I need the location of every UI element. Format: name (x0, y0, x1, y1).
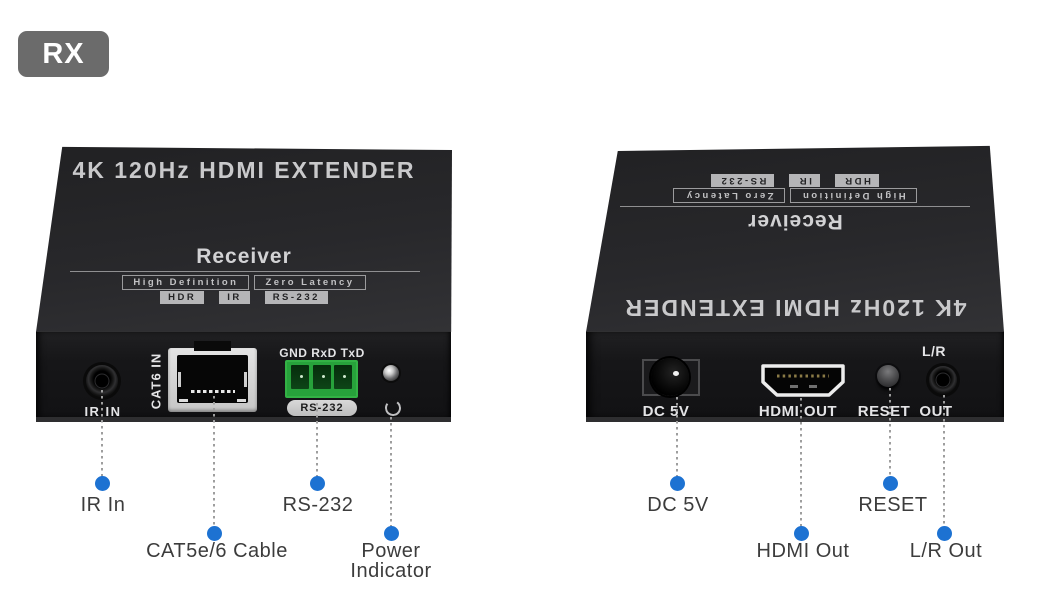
callout-label-dc-5v: DC 5V (647, 494, 709, 516)
dc-5v-port-label: DC 5V (642, 403, 690, 420)
terminal-well-gnd (291, 365, 309, 389)
ir-in-port-label: IR IN (84, 404, 122, 419)
rj45-clip-left (178, 372, 181, 387)
callout-dot-power-indicator (384, 526, 399, 541)
badge-zero-latency: Zero Latency (254, 275, 366, 290)
callout-dot-reset (883, 476, 898, 491)
lr-out-jack (929, 366, 957, 394)
rj45-notch-left (179, 399, 188, 402)
badge-ir: IR (219, 291, 250, 304)
badge-hdr: HDR (160, 291, 205, 304)
serial-pin-labels: GND RxD TxD (279, 346, 365, 360)
leader-line-dc-5v (676, 397, 678, 477)
rj45-pins (191, 390, 235, 393)
callout-dot-cat-cable (207, 526, 222, 541)
device-title-rotated: 4K 120Hz HDMI EXTENDER (623, 295, 967, 321)
badge-rs232-rotated: RS-232 (711, 174, 775, 187)
callout-label-ir-in: IR In (80, 494, 126, 516)
feature-badge-row-2-rotated: HDR IR RS-232 (586, 174, 1004, 187)
rs232-port-badge: RS-232 (287, 400, 357, 416)
leader-line-rs232 (316, 403, 318, 477)
callout-label-power-indicator: Power Indicator (350, 541, 431, 581)
device-title: 4K 120Hz HDMI EXTENDER (72, 157, 416, 183)
hdmi-out-port-label: HDMI OUT (758, 403, 838, 420)
feature-badge-row: High Definition Zero Latency (36, 275, 452, 290)
callout-label-rs232: RS-232 (282, 494, 354, 516)
badge-zero-latency-rotated: Zero Latency (673, 188, 785, 203)
device-subtitle-rotated: Receiver (747, 210, 843, 233)
callout-label-lr-out: L/R Out (909, 540, 983, 562)
terminal-well-rxd (312, 365, 331, 389)
rs232-port-label: RS-232 (300, 402, 344, 414)
rj45-opening (177, 355, 248, 403)
feature-badge-row-rotated: High Definition Zero Latency (586, 188, 1004, 203)
badge-high-definition: High Definition (122, 275, 250, 290)
rs232-terminal-block (285, 360, 358, 398)
badge-ir-rotated: IR (789, 174, 820, 187)
leader-line-lr-out (943, 395, 945, 527)
reset-port-label: RESET (857, 403, 911, 420)
rx-badge-label: RX (42, 37, 85, 70)
dc-5v-jack (651, 358, 689, 396)
leader-line-ir-in (101, 390, 103, 477)
callout-dot-lr-out (937, 526, 952, 541)
leader-line-power-indicator (390, 417, 392, 527)
badge-high-definition-rotated: High Definition (789, 188, 917, 203)
lr-port-label-top: L/R (921, 343, 947, 359)
leader-line-cat-cable (213, 396, 215, 527)
callout-label-cat-cable: CAT5e/6 Cable (146, 540, 288, 562)
callout-label-power-line1: Power (361, 540, 421, 562)
callout-dot-dc-5v (670, 476, 685, 491)
callout-label-hdmi-out: HDMI Out (756, 540, 850, 562)
cat6-rj45-port (168, 341, 257, 412)
badge-hdr-rotated: HDR (834, 174, 879, 187)
rj45-top-tab (194, 341, 231, 351)
leader-line-hdmi-out (800, 398, 802, 527)
rx-badge: RX (18, 31, 109, 77)
lr-port-label-bottom: OUT (919, 403, 953, 420)
leader-line-reset (889, 388, 891, 477)
callout-dot-hdmi-out (794, 526, 809, 541)
reset-button (877, 365, 899, 387)
terminal-well-txd (334, 365, 352, 389)
rj45-clip-right (244, 372, 247, 387)
cat6-in-port-label: CAT6 IN (148, 352, 164, 410)
callout-dot-ir-in (95, 476, 110, 491)
divider-line (70, 271, 420, 272)
receiver-top-print: 4K 120Hz HDMI EXTENDER Receiver High Def… (36, 147, 452, 332)
badge-rs232: RS-232 (264, 291, 328, 304)
rj45-notch-right (237, 399, 246, 402)
hdmi-out-port (761, 364, 845, 397)
receiver-top-print-rotated: 4K 120Hz HDMI EXTENDER Receiver High Def… (586, 146, 1004, 331)
callout-label-reset: RESET (858, 494, 928, 516)
callout-dot-rs232 (310, 476, 325, 491)
callout-label-power-line2: Indicator (350, 560, 432, 582)
power-indicator-led (383, 365, 399, 381)
divider-line-rotated (620, 206, 970, 207)
feature-badge-row-2: HDR IR RS-232 (36, 291, 452, 304)
device-subtitle: Receiver (196, 245, 292, 268)
